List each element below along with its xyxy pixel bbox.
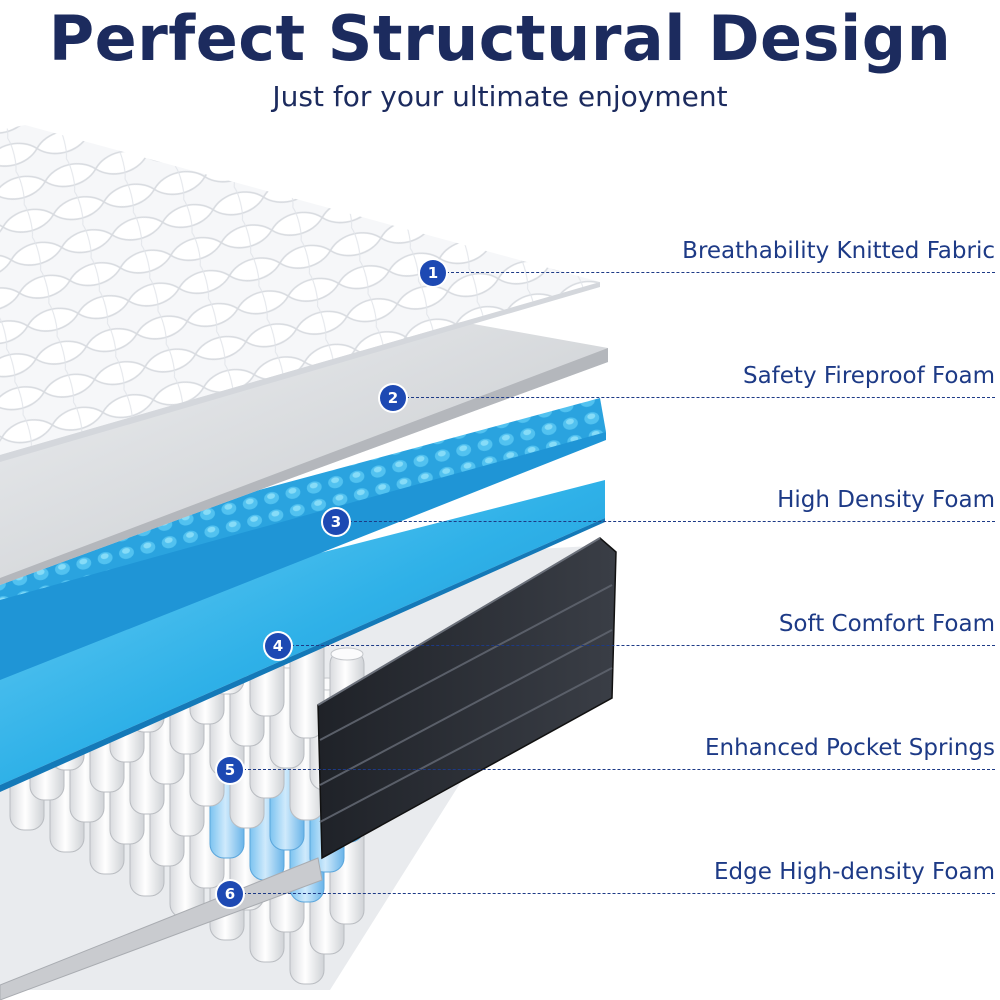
layer-label: High Density Foam <box>777 487 995 513</box>
leader-line <box>446 272 995 273</box>
layer-number-marker: 6 <box>217 881 243 907</box>
layer-number-marker: 2 <box>380 385 406 411</box>
soft-comfort-foam-layer <box>0 480 605 792</box>
leader-line <box>243 769 995 770</box>
leader-line <box>243 893 995 894</box>
layer-label: Enhanced Pocket Springs <box>704 735 995 761</box>
layer-label: Soft Comfort Foam <box>778 611 995 637</box>
leader-line <box>406 397 995 398</box>
leader-line <box>291 645 995 646</box>
layer-label: Breathability Knitted Fabric <box>682 238 995 264</box>
leader-line <box>349 521 995 522</box>
layer-label: Edge High-density Foam <box>714 859 995 885</box>
layer-number-marker: 5 <box>217 757 243 783</box>
knitted-fabric-layer <box>0 125 600 462</box>
layer-number-marker: 4 <box>265 633 291 659</box>
layer-number-marker: 1 <box>420 260 446 286</box>
high-density-foam-layer <box>0 398 606 680</box>
fireproof-foam-layer <box>0 318 608 585</box>
side-panel <box>317 537 617 860</box>
layer-label: Safety Fireproof Foam <box>742 363 995 389</box>
spring-cap <box>330 647 364 661</box>
page-subtitle: Just for your ultimate enjoyment <box>272 80 728 113</box>
layer-number-marker: 3 <box>323 509 349 535</box>
page-title: Perfect Structural Design <box>48 2 952 75</box>
